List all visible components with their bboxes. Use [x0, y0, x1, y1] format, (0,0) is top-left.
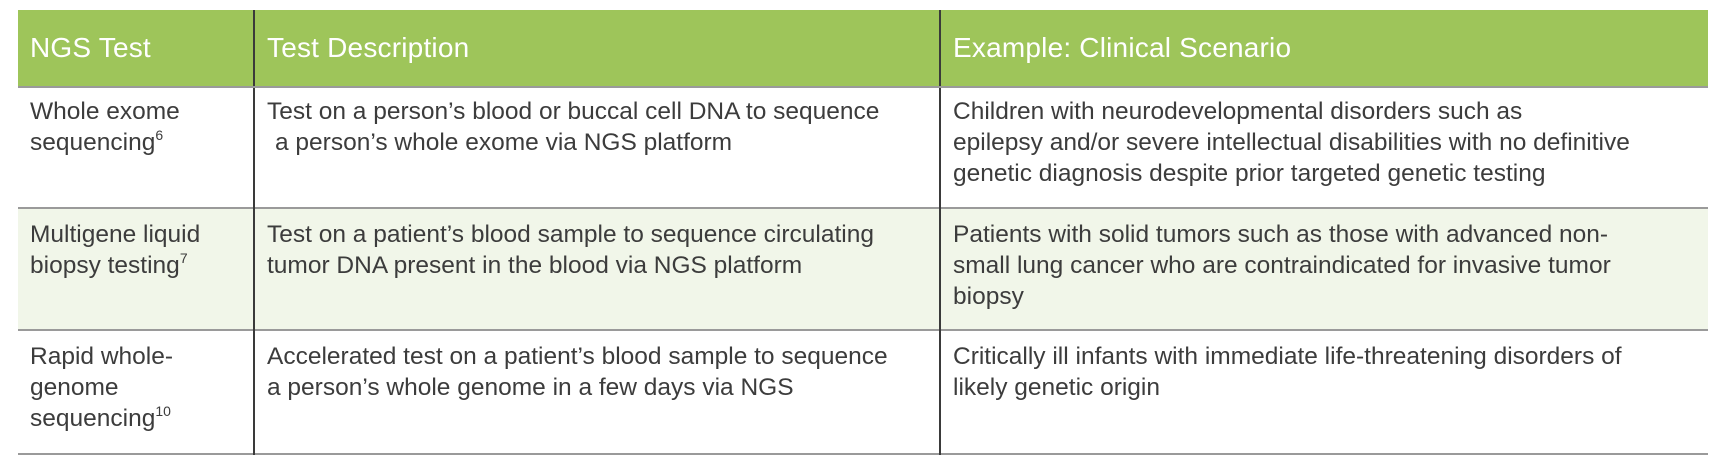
reference-superscript: 10	[155, 403, 171, 419]
description-line: a person’s whole genome in a few days vi…	[267, 374, 794, 401]
cell-test-description: Test on a patient’s blood sample to sequ…	[253, 208, 940, 330]
ngs-test-table-container: NGS Test Test Description Example: Clini…	[18, 10, 1708, 455]
description-line: Test on a patient’s blood sample to sequ…	[267, 221, 874, 248]
description-line: Accelerated test on a patient’s blood sa…	[267, 343, 888, 370]
header-clinical-scenario: Example: Clinical Scenario	[939, 10, 1708, 86]
scenario-line: small lung cancer who are contraindicate…	[953, 252, 1611, 279]
test-name-line: Whole exome	[30, 98, 180, 125]
cell-ngs-test: Whole exome sequencing6	[18, 86, 254, 208]
test-name-text: sequencing	[30, 129, 156, 156]
table-row: Multigene liquid biopsy testing7 Test on…	[18, 208, 1708, 330]
cell-clinical-scenario: Critically ill infants with immediate li…	[939, 330, 1708, 454]
scenario-line: epilepsy and/or severe intellectual disa…	[953, 129, 1630, 156]
test-name-line: Multigene liquid	[30, 221, 201, 248]
scenario-line: Critically ill infants with immediate li…	[953, 343, 1622, 370]
description-line: tumor DNA present in the blood via NGS p…	[267, 252, 803, 279]
table-row: Whole exome sequencing6 Test on a person…	[18, 86, 1708, 208]
table-body: Whole exome sequencing6 Test on a person…	[18, 86, 1708, 454]
test-name-line: genome	[30, 374, 119, 401]
test-name-line: sequencing6	[30, 127, 241, 161]
description-line: a person’s whole exome via NGS platform	[275, 129, 733, 156]
table-header: NGS Test Test Description Example: Clini…	[18, 10, 1708, 86]
cell-ngs-test: Rapid whole- genome sequencing10	[18, 330, 254, 454]
header-row: NGS Test Test Description Example: Clini…	[18, 10, 1708, 86]
table-row: Rapid whole- genome sequencing10 Acceler…	[18, 330, 1708, 454]
test-name-text: sequencing	[30, 405, 156, 432]
scenario-line: genetic diagnosis despite prior targeted…	[953, 160, 1546, 187]
test-name-line: sequencing10	[30, 403, 241, 437]
header-test-description: Test Description	[253, 10, 940, 86]
cell-test-description: Accelerated test on a patient’s blood sa…	[253, 330, 940, 454]
header-ngs-test: NGS Test	[30, 32, 151, 63]
test-name-line: biopsy testing7	[30, 250, 241, 284]
cell-clinical-scenario: Patients with solid tumors such as those…	[939, 208, 1708, 330]
description-line: Test on a person’s blood or buccal cell …	[267, 98, 880, 125]
scenario-line: Patients with solid tumors such as those…	[953, 221, 1609, 248]
scenario-line: Children with neurodevelopmental disorde…	[953, 98, 1523, 125]
reference-superscript: 7	[179, 250, 188, 266]
header-divider	[18, 86, 1708, 88]
scenario-line: biopsy	[953, 283, 1024, 310]
scenario-line: likely genetic origin	[953, 374, 1160, 401]
cell-clinical-scenario: Children with neurodevelopmental disorde…	[939, 86, 1708, 208]
cell-ngs-test: Multigene liquid biopsy testing7	[18, 208, 254, 330]
test-name-line: Rapid whole-	[30, 343, 173, 370]
ngs-test-table: NGS Test Test Description Example: Clini…	[18, 10, 1708, 455]
cell-test-description: Test on a person’s blood or buccal cell …	[253, 86, 940, 208]
reference-superscript: 6	[155, 127, 164, 143]
test-name-text: biopsy testing	[30, 252, 180, 279]
